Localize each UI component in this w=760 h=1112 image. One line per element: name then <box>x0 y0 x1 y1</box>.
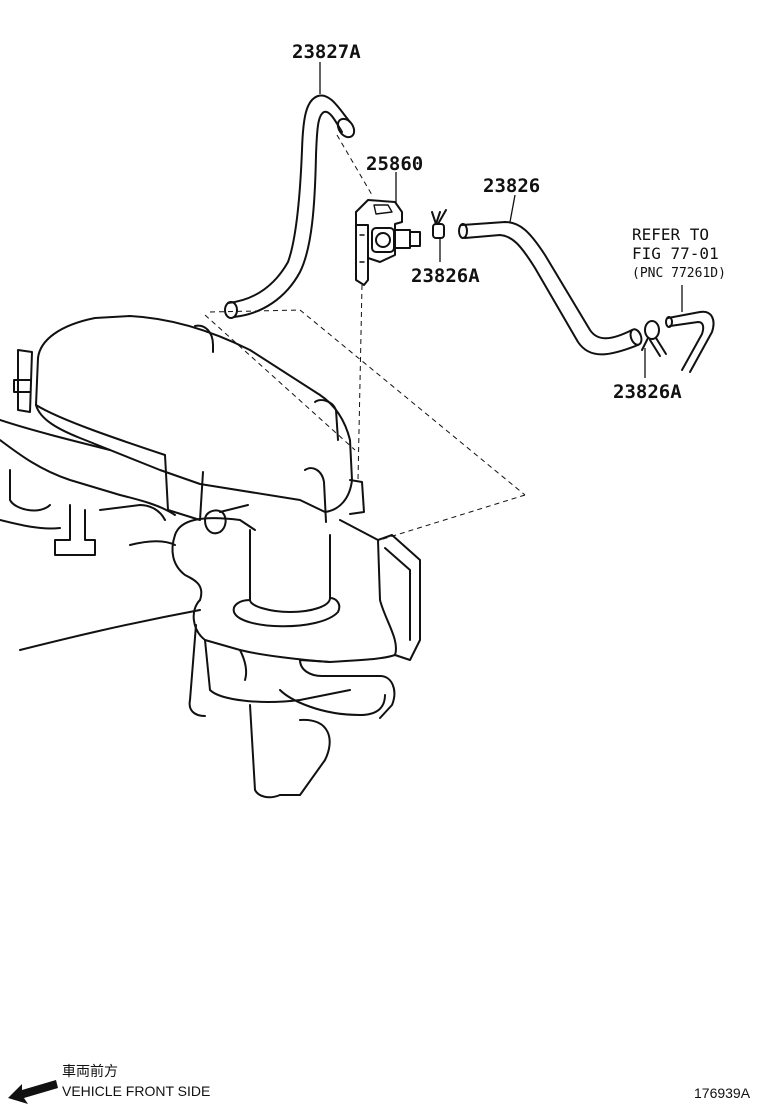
part-label-23826a-left: 23826A <box>411 265 480 287</box>
reference-line-2: FIG 77-01 <box>632 244 719 263</box>
reference-line-1: REFER TO <box>632 225 709 244</box>
figure-id: 176939A <box>694 1085 751 1101</box>
hose-23826-drawing <box>458 221 643 356</box>
part-label-23827a: 23827A <box>292 41 361 63</box>
front-arrow-icon <box>8 1080 58 1104</box>
part-label-23826: 23826 <box>483 175 540 197</box>
leader-23826 <box>509 194 516 223</box>
direction-label-en: VEHICLE FRONT SIDE <box>62 1083 210 1099</box>
clamp-23826a-left-drawing <box>431 209 447 239</box>
reference-hose-drawing <box>665 310 715 373</box>
vsv-25860-drawing <box>355 199 421 286</box>
direction-label-jp: 車両前方 <box>62 1063 118 1079</box>
hose-23827a-drawing <box>224 94 356 319</box>
reference-line-3: (PNC 77261D) <box>632 266 726 281</box>
clamp-23826a-right-drawing <box>641 320 667 357</box>
part-label-25860: 25860 <box>366 153 423 175</box>
engine-assembly-drawing <box>0 134 526 799</box>
part-label-23826a-right: 23826A <box>613 381 682 403</box>
